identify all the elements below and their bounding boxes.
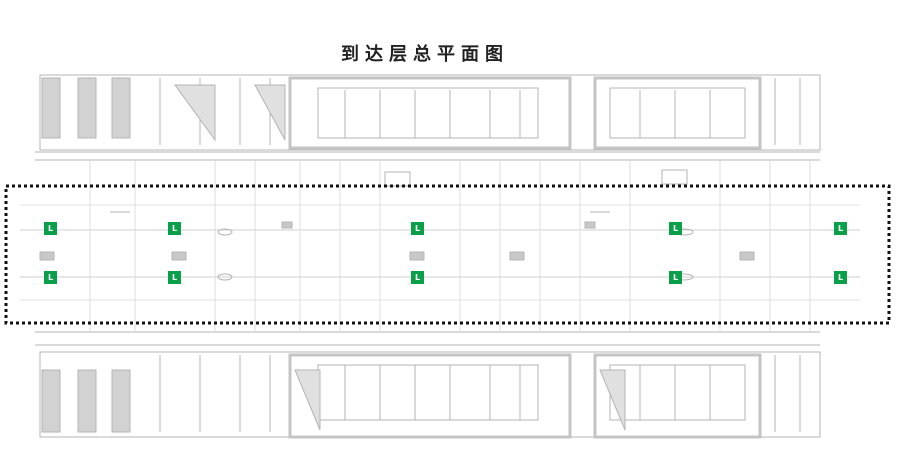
stair-block	[77, 77, 97, 139]
floor-plan-drawing	[20, 74, 860, 439]
stair-block	[111, 369, 131, 433]
upper-hall-left	[288, 76, 572, 150]
entry-box	[384, 171, 411, 187]
marker-L[interactable]: L	[168, 222, 181, 235]
marker-L[interactable]: L	[834, 222, 847, 235]
stair-block	[111, 77, 131, 139]
marker-L[interactable]: L	[669, 222, 682, 235]
stair-block	[77, 369, 97, 433]
upper-hall-right-inner	[609, 87, 746, 139]
lower-hall-right-inner	[609, 364, 746, 421]
marker-L[interactable]: L	[411, 271, 424, 284]
marker-L[interactable]: L	[411, 222, 424, 235]
stair-block	[41, 77, 61, 139]
marker-L[interactable]: L	[168, 271, 181, 284]
lower-hall-left	[288, 353, 572, 439]
upper-hall-left-inner	[317, 87, 539, 139]
stair-block	[41, 369, 61, 433]
lower-hall-right	[593, 353, 762, 439]
upper-wing-outline	[39, 74, 821, 151]
marker-L[interactable]: L	[44, 271, 57, 284]
marker-L[interactable]: L	[669, 271, 682, 284]
upper-hall-right	[593, 76, 762, 150]
marker-L[interactable]: L	[834, 271, 847, 284]
map-title: 到达层总平面图	[341, 44, 509, 65]
lower-hall-left-inner	[317, 364, 539, 421]
entry-box	[661, 169, 688, 185]
marker-L[interactable]: L	[44, 222, 57, 235]
highlight-zone	[4, 184, 891, 325]
